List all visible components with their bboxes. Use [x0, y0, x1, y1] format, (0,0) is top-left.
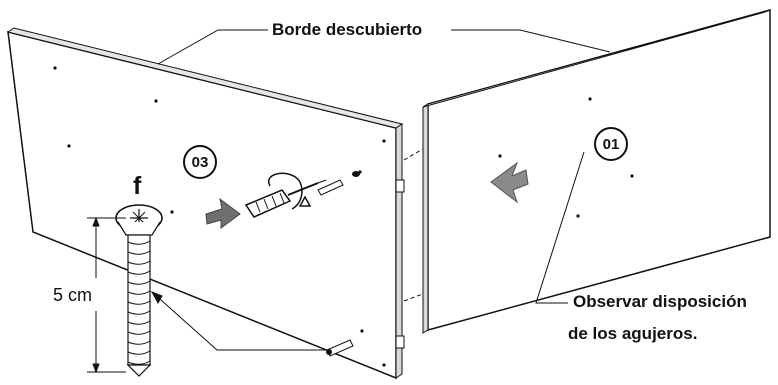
observe-label-line2: de los agujeros.	[568, 324, 698, 343]
screw-length-label: 5 cm	[53, 285, 93, 306]
step-badge-01: 01	[594, 127, 628, 161]
screwdriver-icon	[244, 179, 327, 218]
rotate-arrow-icon	[267, 172, 312, 210]
dimension-line	[87, 216, 126, 374]
observe-label-line1: Observar disposición	[573, 292, 747, 311]
screw-icon	[115, 204, 163, 377]
part-letter-label: f	[133, 172, 142, 200]
dowel-icon	[317, 171, 360, 357]
direction-arrow-icon	[205, 161, 529, 229]
panel-right	[422, 9, 771, 334]
exposed-edge-label: Borde descubierto	[272, 20, 423, 39]
step-badge-03: 03	[183, 145, 217, 179]
leader-lines	[150, 29, 611, 351]
panel-left	[6, 27, 404, 380]
cam-lock-icon	[395, 179, 405, 349]
